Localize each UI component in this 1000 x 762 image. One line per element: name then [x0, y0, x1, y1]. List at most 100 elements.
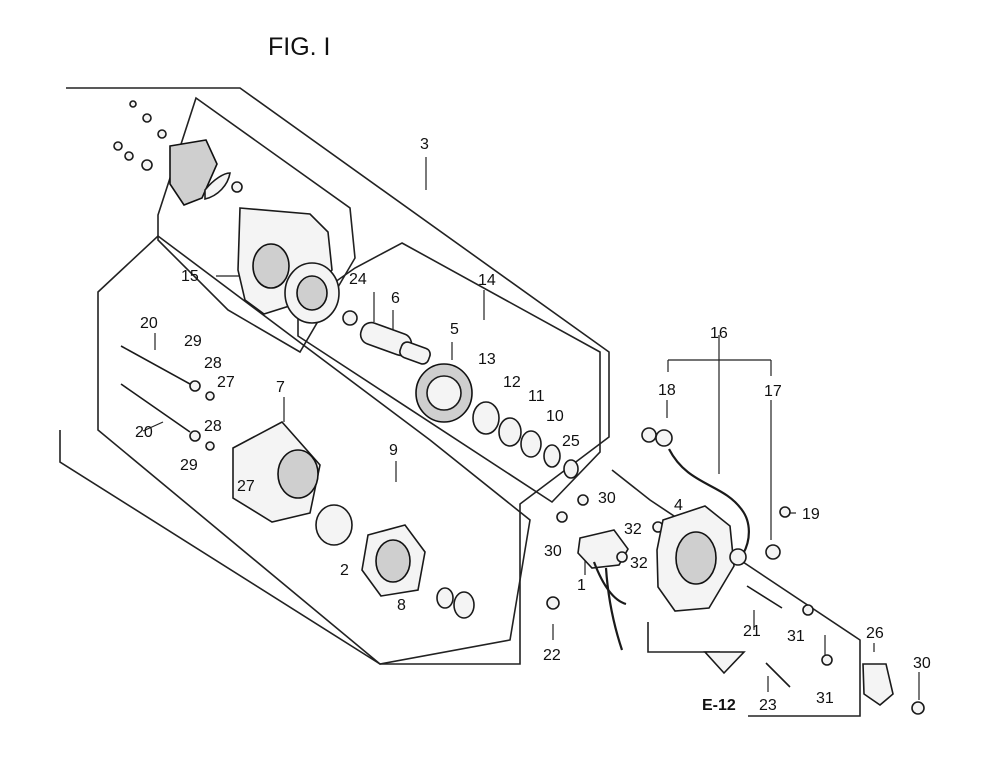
rear-washer — [124, 151, 134, 161]
callouts: 1 2 3 4 5 6 7 8 9 10 11 12 13 14 15 16 1… — [135, 136, 931, 714]
callout-23: 23 — [759, 697, 777, 714]
relay-bracket-frame — [611, 469, 861, 717]
callout-27-upper: 27 — [217, 374, 235, 391]
reference-arrow — [703, 651, 746, 675]
rear-cover-parts — [113, 100, 358, 326]
callout-32-upper: 32 — [624, 521, 642, 538]
o-ring — [315, 504, 353, 546]
callout-19: 19 — [802, 506, 820, 523]
drive-clip — [563, 459, 579, 479]
callout-1: 1 — [577, 577, 586, 594]
washer-31 — [821, 654, 833, 666]
nut-30 — [577, 494, 589, 506]
callout-29-upper: 29 — [184, 333, 202, 350]
bolt-21 — [746, 585, 783, 609]
callout-30-left: 30 — [544, 543, 562, 560]
callout-12: 12 — [503, 374, 521, 391]
relay-lead-wire — [592, 561, 627, 606]
washer-31 — [802, 604, 814, 616]
armature-washer — [436, 587, 454, 609]
callout-21: 21 — [743, 623, 761, 640]
brush-spring — [231, 181, 243, 193]
bolt-30 — [911, 701, 925, 715]
callout-27-lower: 27 — [237, 478, 255, 495]
callout-4: 4 — [674, 497, 683, 514]
long-bolt — [120, 383, 191, 433]
callout-20-lower: 20 — [135, 424, 153, 441]
nut-22 — [546, 596, 560, 610]
rear-washer — [157, 129, 167, 139]
armature-commutator — [375, 539, 411, 583]
clutch-washer — [472, 401, 500, 435]
relay-lead-wire — [604, 567, 624, 651]
armature-end-plate — [453, 591, 475, 619]
starter-motor-cover-window — [675, 531, 717, 585]
callout-7: 7 — [276, 379, 285, 396]
main-body-subassembly-frame — [97, 234, 531, 665]
callout-5: 5 — [450, 321, 459, 338]
callout-15: 15 — [181, 268, 199, 285]
callout-25: 25 — [562, 433, 580, 450]
bolt-washer — [189, 380, 201, 392]
drive-subassembly-frame — [297, 242, 601, 504]
relay-screw-32 — [616, 551, 628, 563]
brush-holder-bracket — [204, 172, 231, 201]
starter-motor-assembly-frame — [59, 87, 610, 665]
callout-17: 17 — [764, 383, 782, 400]
rear-washer — [141, 159, 153, 171]
callout-30-upper: 30 — [598, 490, 616, 507]
callout-22: 22 — [543, 647, 561, 664]
rear-washer — [142, 113, 152, 123]
part-24-ring — [342, 310, 358, 326]
bolt-o-ring — [205, 441, 215, 451]
starter-relay — [577, 529, 629, 569]
callout-29-lower: 29 — [180, 457, 198, 474]
callout-10: 10 — [546, 408, 564, 425]
starter-cable-16 — [668, 448, 750, 555]
bolt-washer — [189, 430, 201, 442]
callout-31-upper: 31 — [787, 628, 805, 645]
rear-cover-bearing — [252, 243, 290, 289]
lower-mount-frame — [647, 622, 720, 653]
callout-20-upper: 20 — [140, 315, 158, 332]
callout-13: 13 — [478, 351, 496, 368]
callout-31-lower: 31 — [816, 690, 834, 707]
reference-e12-label: E-12 — [702, 697, 736, 714]
one-way-clutch-inner — [426, 375, 462, 411]
callout-16: 16 — [710, 325, 728, 342]
bracket-26 — [862, 663, 894, 707]
terminal-cap-18 — [641, 427, 657, 443]
terminal-cap-18 — [655, 429, 673, 447]
bolt-23 — [765, 662, 791, 688]
rear-washer — [113, 141, 123, 151]
bolt-19 — [779, 506, 791, 518]
main-body-parts — [120, 345, 475, 619]
callout-9: 9 — [389, 442, 398, 459]
callout-28-lower: 28 — [204, 418, 222, 435]
callout-24: 24 — [349, 271, 367, 288]
clutch-spacer — [498, 417, 522, 447]
yoke-opening — [277, 449, 319, 499]
callout-14: 14 — [478, 272, 496, 289]
bolt-o-ring — [205, 391, 215, 401]
callout-2: 2 — [340, 562, 349, 579]
rear-cover-subassembly-frame — [157, 96, 356, 354]
callout-6: 6 — [391, 290, 400, 307]
rear-cover-oil-seal-inner — [296, 275, 328, 311]
rear-washer — [129, 100, 137, 108]
starter-relay-and-harness — [546, 427, 925, 715]
clutch-spacer — [520, 430, 542, 458]
drive-parts — [359, 321, 579, 479]
figure-title: FIG. I — [268, 33, 331, 61]
drive-washer — [543, 444, 561, 468]
callout-32-lower: 32 — [630, 555, 648, 572]
cable-end — [729, 548, 747, 566]
callout-18: 18 — [658, 382, 676, 399]
callout-11: 11 — [528, 388, 545, 405]
cable-grommet — [765, 544, 781, 560]
callout-30-right: 30 — [913, 655, 931, 672]
long-bolt — [120, 345, 191, 385]
callout-28-upper: 28 — [204, 355, 222, 372]
pinion-shaft — [399, 341, 431, 365]
